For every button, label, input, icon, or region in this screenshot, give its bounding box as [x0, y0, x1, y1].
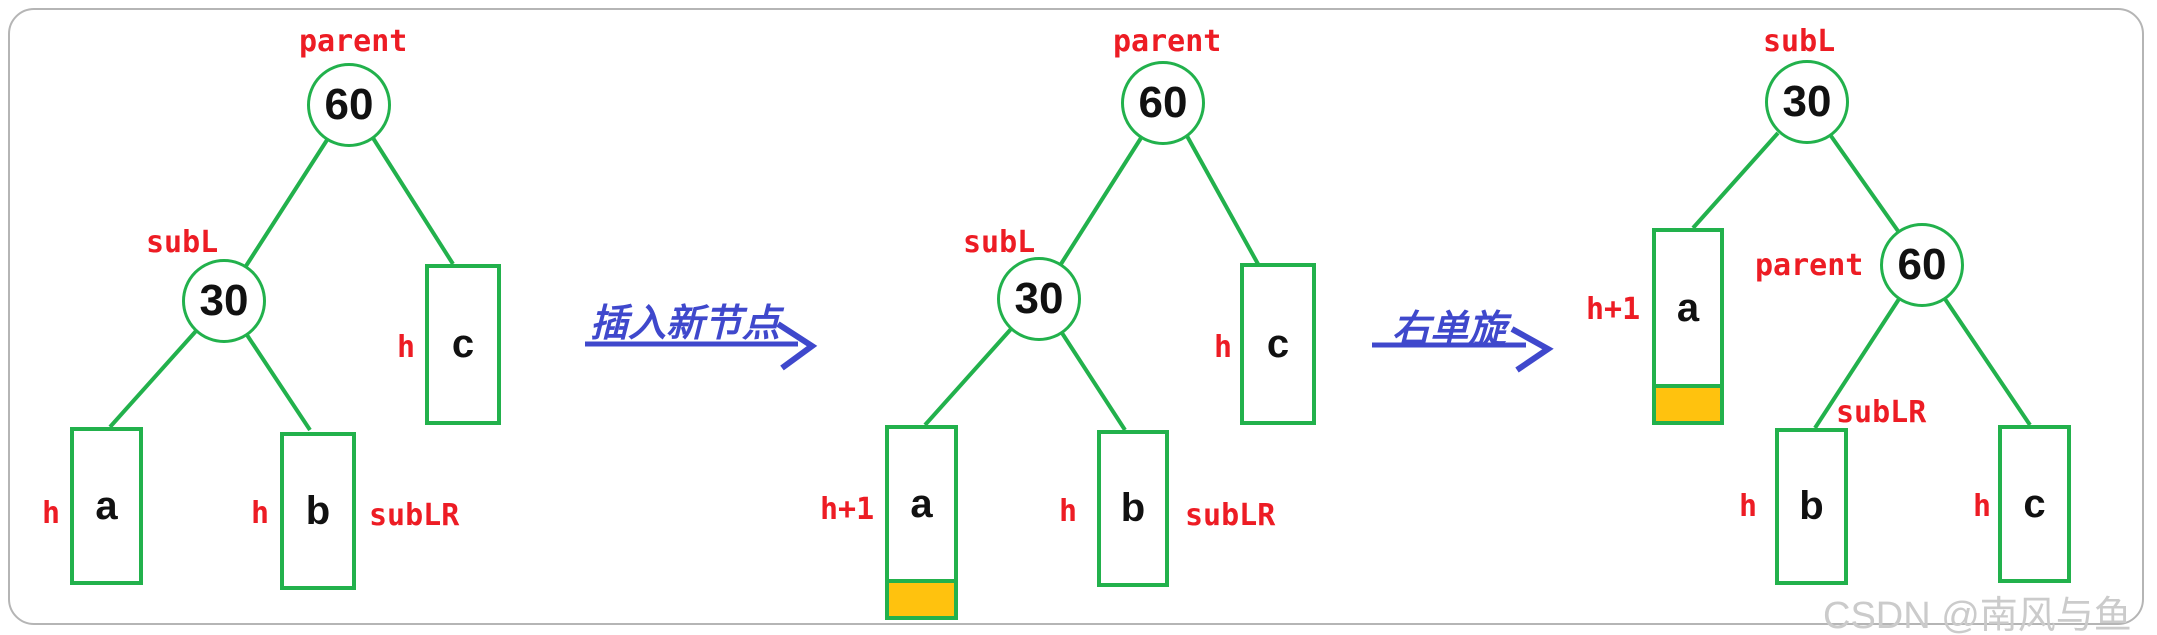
- height-label-a: h+1: [1586, 292, 1641, 327]
- subtree-box-c: c: [425, 264, 501, 425]
- subLR-label: subLR: [1836, 395, 1927, 430]
- inserted-node-band: [1656, 384, 1720, 421]
- subtree-letter: a: [910, 481, 933, 526]
- node-circle-subL: 30: [1765, 60, 1849, 144]
- height-label-c: h: [1214, 330, 1233, 365]
- rotate-arrow-label: 右单旋: [1392, 306, 1507, 351]
- tree-edge: [244, 138, 329, 268]
- tree-edge: [923, 327, 1013, 427]
- height-label-b: h: [251, 496, 270, 531]
- subL-label: subL: [1763, 24, 1836, 59]
- height-label-a: h: [42, 496, 61, 531]
- subtree-letter: c: [451, 322, 475, 366]
- parent-label: parent: [1113, 24, 1222, 59]
- subtree-letter: a: [1676, 285, 1700, 330]
- tree-edge: [108, 329, 198, 429]
- subtree-letter: b: [305, 488, 331, 533]
- tree-edge: [245, 333, 312, 432]
- inserted-node-band: [889, 579, 954, 616]
- node-circle-subL: 30: [182, 259, 266, 343]
- subL-label: subL: [963, 225, 1036, 260]
- tree-edge: [1829, 134, 1900, 233]
- subtree-letter: b: [1120, 486, 1146, 530]
- node-value: 60: [324, 80, 374, 129]
- subtree-box-b: b: [280, 432, 356, 590]
- node-value: 30: [1782, 77, 1832, 126]
- subtree-letter: c: [2023, 481, 2046, 526]
- subtree-box-a: a: [885, 425, 958, 620]
- subtree-letter: a: [95, 483, 118, 528]
- node-value: 60: [1138, 78, 1188, 127]
- subtree-box-c: c: [1998, 425, 2071, 583]
- tree-edge: [1185, 135, 1260, 265]
- subLR-label: subLR: [1185, 498, 1276, 533]
- subtree-box-b: b: [1775, 428, 1848, 585]
- rotate-arrow-head: [1510, 326, 1554, 373]
- subtree-box-b: b: [1097, 430, 1169, 587]
- tree-edge: [371, 136, 455, 266]
- node-circle-parent: 60: [1880, 223, 1964, 307]
- subtree-letter: b: [1799, 484, 1824, 528]
- insert-arrow-label: 插入新节点: [590, 300, 781, 345]
- tree-edge: [1813, 297, 1901, 430]
- tree-edge: [1060, 331, 1127, 432]
- tree-edge: [1691, 131, 1780, 230]
- subL-label: subL: [146, 225, 219, 260]
- node-value: 30: [199, 276, 249, 325]
- height-label-b: h: [1059, 494, 1078, 529]
- height-label-c: h: [397, 330, 416, 365]
- watermark: CSDN @南风与鱼: [1823, 595, 2132, 635]
- height-label-c: h: [1973, 489, 1992, 524]
- parent-label: parent: [299, 24, 408, 59]
- subtree-box-a: a: [70, 427, 143, 585]
- subtree-letter: c: [1266, 321, 1290, 366]
- node-circle-parent: 60: [307, 63, 391, 147]
- subtree-box-c: c: [1240, 263, 1316, 425]
- insert-arrow-head: [776, 321, 818, 371]
- height-label-a: h+1: [820, 492, 875, 527]
- subtree-box-a: a: [1652, 228, 1724, 425]
- node-circle-subL: 30: [997, 257, 1081, 341]
- node-circle-parent: 60: [1121, 61, 1205, 145]
- tree-edge: [1059, 136, 1143, 266]
- subLR-label: subLR: [369, 498, 460, 533]
- tree-edge: [1943, 297, 2032, 427]
- node-value: 60: [1897, 240, 1947, 289]
- node-value: 30: [1014, 274, 1064, 323]
- height-label-b: h: [1739, 489, 1758, 524]
- diagram-border: [8, 8, 2144, 625]
- parent-label: parent: [1755, 248, 1864, 283]
